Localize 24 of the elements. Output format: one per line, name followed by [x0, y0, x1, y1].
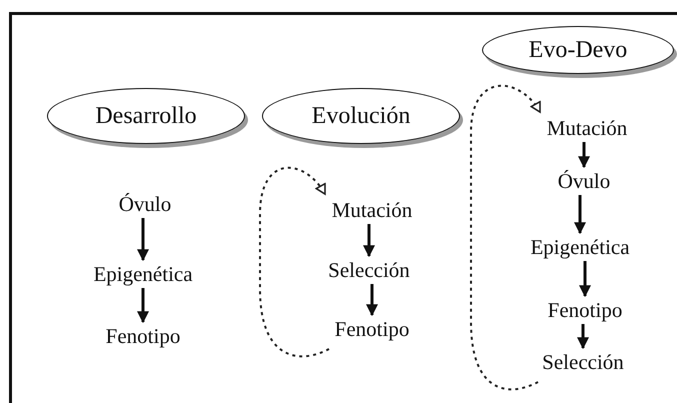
node-label: Desarrollo: [95, 104, 197, 128]
arrow: [579, 261, 591, 298]
node-label: Óvulo: [118, 194, 172, 214]
dashed-loop-arrow: [259, 166, 330, 358]
node-label: Mutación: [546, 118, 628, 138]
node-label: Evo-Devo: [528, 38, 628, 62]
node-label: Fenotipo: [548, 300, 622, 320]
arrow: [137, 288, 149, 324]
node-label: Selección: [542, 352, 624, 372]
dashed-loop-arrow: [470, 85, 541, 390]
node-label: Selección: [328, 260, 410, 280]
node-label: Epigenética: [530, 236, 630, 258]
node-label: Fenotipo: [106, 326, 180, 346]
arrow: [574, 195, 586, 234]
node-label: Fenotipo: [334, 318, 410, 340]
node-label: Mutación: [332, 200, 412, 220]
arrow: [137, 218, 149, 262]
node-label: Epigenética: [93, 264, 193, 284]
node-label: Óvulo: [558, 170, 610, 192]
arrow: [366, 284, 378, 316]
arrow: [363, 224, 375, 258]
arrow: [577, 324, 589, 350]
node-label: Evolución: [312, 104, 410, 128]
arrow: [578, 142, 590, 168]
